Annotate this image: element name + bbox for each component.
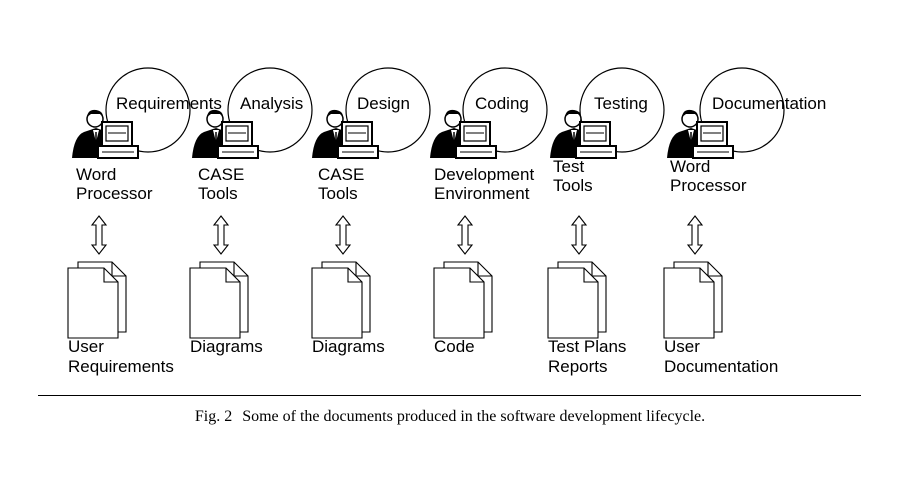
phase-label: Documentation bbox=[712, 94, 826, 113]
double-arrow-icon bbox=[334, 215, 352, 255]
phase-label: Design bbox=[357, 94, 410, 113]
tool-label: Test bbox=[553, 157, 584, 176]
tool-label: Tools bbox=[198, 184, 238, 203]
phase-circle bbox=[227, 67, 313, 153]
tool-label: CASE bbox=[318, 165, 364, 184]
lifecycle-diagram: RequirementsWordProcessorUserRequirement… bbox=[67, 67, 826, 376]
tool-label: Word bbox=[670, 157, 710, 176]
document-stack-icon bbox=[433, 261, 493, 339]
double-arrow-icon bbox=[212, 215, 230, 255]
person-at-computer-icon bbox=[550, 109, 617, 159]
stage-requirements: RequirementsWordProcessorUserRequirement… bbox=[67, 94, 222, 376]
tool-label: Tools bbox=[553, 176, 593, 195]
document-label: Reports bbox=[548, 357, 608, 376]
document-label: User bbox=[68, 337, 104, 356]
document-stack-icon bbox=[67, 261, 127, 339]
phase-circle bbox=[105, 67, 191, 153]
document-stack-icon bbox=[663, 261, 723, 339]
person-at-computer-icon bbox=[312, 109, 379, 159]
tool-label: Tools bbox=[318, 184, 358, 203]
phase-label: Coding bbox=[475, 94, 529, 113]
phase-label: Analysis bbox=[240, 94, 303, 113]
caption-text: Some of the documents produced in the so… bbox=[242, 408, 706, 425]
tool-label: Word bbox=[76, 165, 116, 184]
document-label: Code bbox=[434, 337, 475, 356]
tool-label: Development bbox=[434, 165, 534, 184]
document-label: Diagrams bbox=[312, 337, 385, 356]
figure-caption: Fig. 2 Some of the documents produced in … bbox=[0, 408, 900, 426]
person-at-computer-icon bbox=[192, 109, 259, 159]
phase-circle bbox=[462, 67, 548, 153]
document-label: User bbox=[664, 337, 700, 356]
document-label: Documentation bbox=[664, 357, 778, 376]
caption-number: Fig. 2 bbox=[194, 408, 233, 425]
tool-label: CASE bbox=[198, 165, 244, 184]
double-arrow-icon bbox=[456, 215, 474, 255]
stage-documentation: DocumentationWordProcessorUserDocumentat… bbox=[663, 94, 826, 376]
phase-circle bbox=[345, 67, 431, 153]
double-arrow-icon bbox=[90, 215, 108, 255]
double-arrow-icon bbox=[570, 215, 588, 255]
tool-label: Processor bbox=[670, 176, 747, 195]
document-label: Test Plans bbox=[548, 337, 626, 356]
phase-label: Requirements bbox=[116, 94, 222, 113]
document-stack-icon bbox=[189, 261, 249, 339]
tool-label: Environment bbox=[434, 184, 530, 203]
phase-label: Testing bbox=[594, 94, 648, 113]
person-at-computer-icon bbox=[667, 109, 734, 159]
tool-label: Processor bbox=[76, 184, 153, 203]
document-stack-icon bbox=[311, 261, 371, 339]
double-arrow-icon bbox=[686, 215, 704, 255]
person-at-computer-icon bbox=[430, 109, 497, 159]
person-at-computer-icon bbox=[72, 109, 139, 159]
phase-circle bbox=[579, 67, 665, 153]
phase-circle bbox=[699, 67, 785, 153]
document-label: Requirements bbox=[68, 357, 174, 376]
document-stack-icon bbox=[547, 261, 607, 339]
caption-divider bbox=[38, 395, 861, 396]
document-label: Diagrams bbox=[190, 337, 263, 356]
